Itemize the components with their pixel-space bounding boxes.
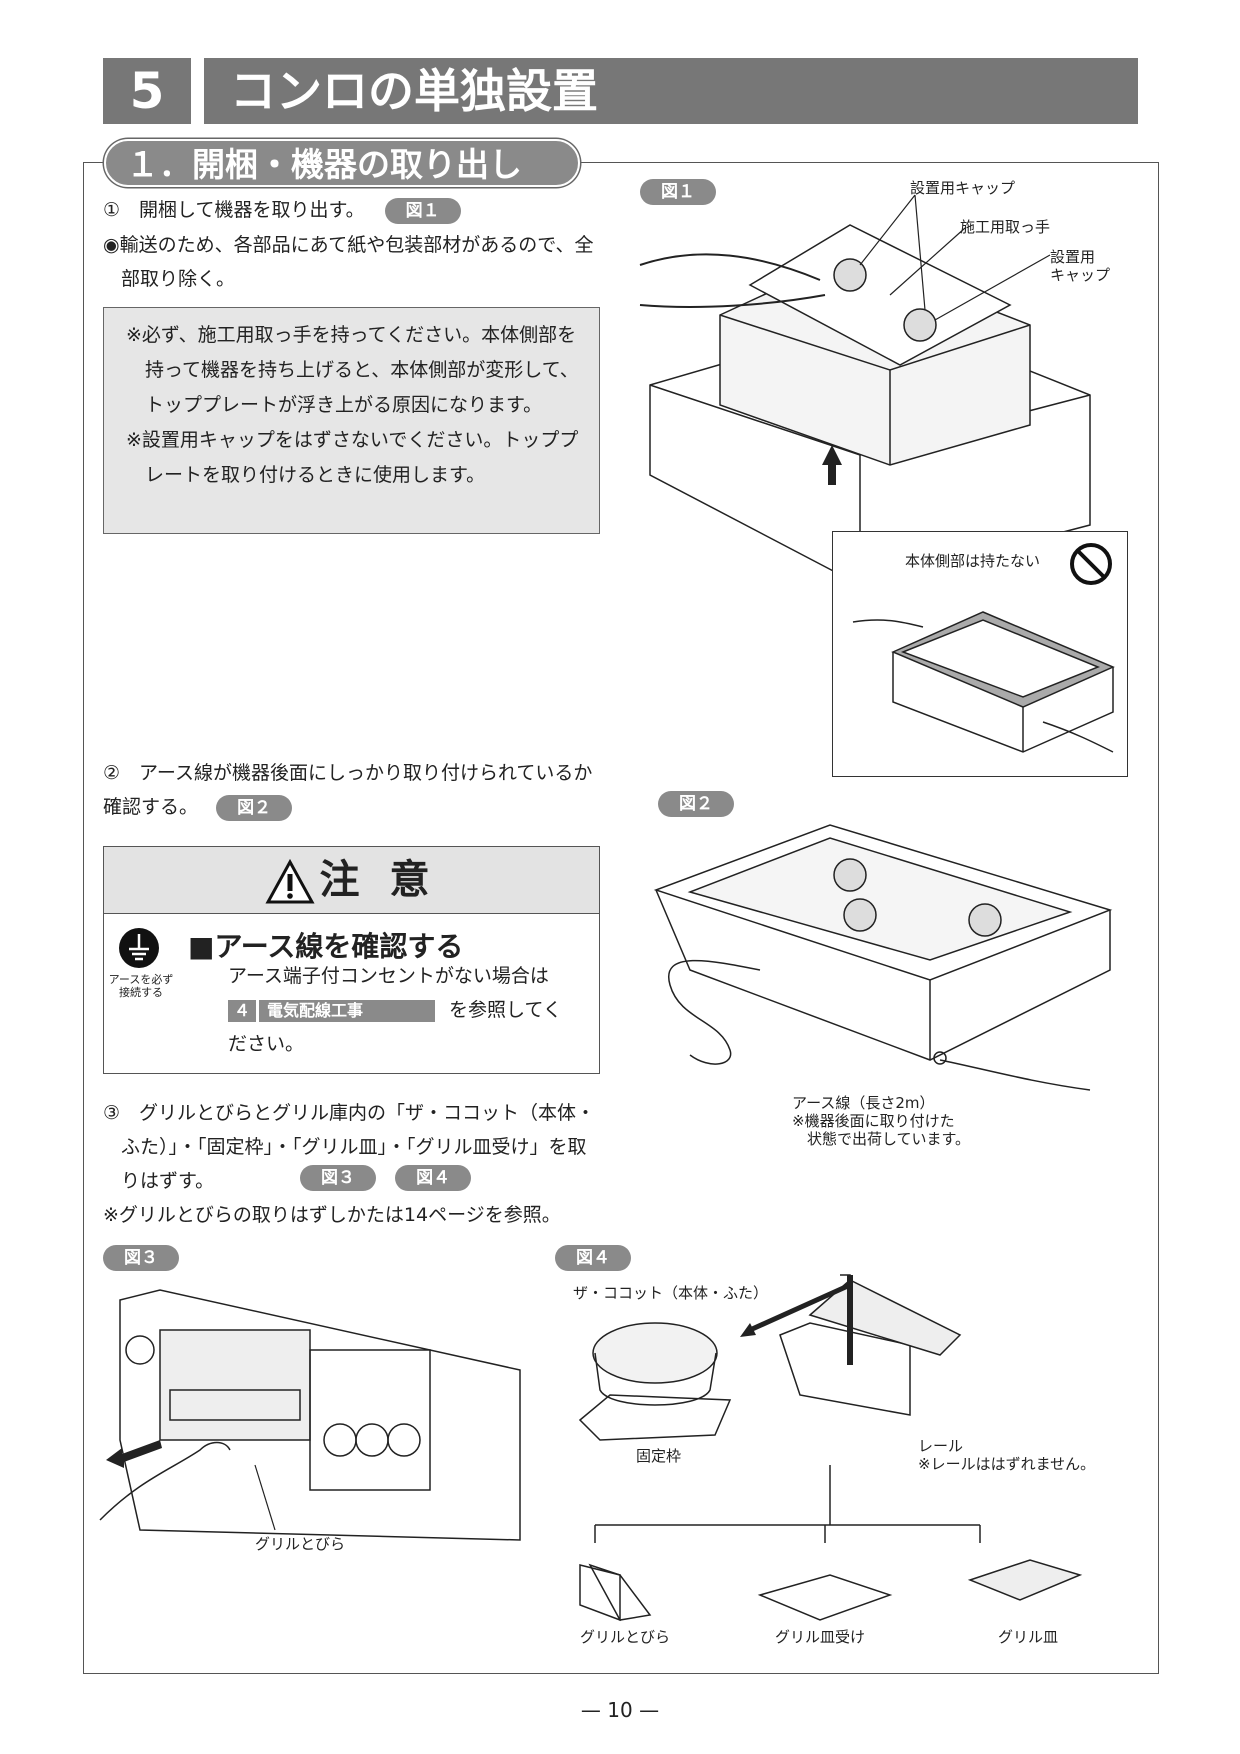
prohibited-icon	[1070, 543, 1112, 585]
note-2: ※設置用キャップをはずさないでください。トッププレートを取り付けるときに使用しま…	[126, 429, 579, 486]
step1-text: ① 開梱して機器を取り出す。	[103, 199, 365, 221]
fig4-cocotte-label: ザ・ココット（本体・ふた）	[573, 1284, 769, 1302]
caution-box: 注 意 アースを必ず 接続する ■アース線を確認する アース端子付コンセントがな…	[103, 846, 600, 1074]
fig3-label: 図３	[103, 1245, 179, 1271]
fig3-illustration	[99, 1289, 521, 1541]
fig2-ref-badge: 図２	[216, 794, 293, 821]
ground-label-2: 接続する	[119, 986, 163, 999]
fig3-ref-badge: 図３	[300, 1165, 376, 1191]
ground-icon	[119, 928, 159, 968]
step3-refs: 図３ 図４	[300, 1165, 472, 1191]
chapter-title: コンロの単独設置	[204, 58, 1138, 124]
fig2-note-2: 状態で出荷しています。	[792, 1130, 971, 1148]
chapter-number: 5	[103, 58, 191, 124]
section-title: １．開梱・機器の取り出し	[104, 139, 580, 187]
fig1-inset-drawing	[852, 611, 1115, 753]
fig4-part-door: グリルとびら	[580, 1628, 671, 1646]
caution-body-1: アース端子付コンセントがない場合は	[228, 965, 549, 987]
note-1: ※必ず、施工用取っ手を持ってください。本体側部を持って機器を持ち上げると、本体側…	[126, 324, 579, 416]
fig2-note-1: ※機器後面に取り付けた	[792, 1112, 955, 1130]
content-frame	[83, 162, 1159, 1674]
ground-label-1: アースを必ず	[108, 973, 174, 986]
notes-box: ※必ず、施工用取っ手を持ってください。本体側部を持って機器を持ち上げると、本体側…	[103, 307, 600, 534]
fig4-part-tray: グリル皿	[998, 1628, 1059, 1646]
fig2-label: 図２	[658, 791, 734, 817]
step2-line: ② アース線が機器後面にしっかり取り付けられているか確認する。 図２	[103, 756, 600, 824]
caution-title: 注 意	[319, 857, 438, 903]
fig4-ref-badge: 図４	[395, 1165, 472, 1191]
step3-note: ※グリルとびらの取りはずしかたは14ページを参照。	[103, 1204, 561, 1226]
fig1-label: 図１	[640, 179, 716, 205]
fig2-illustration	[653, 824, 1113, 1091]
fig1-cap2-b: キャップ	[1050, 266, 1111, 284]
warning-triangle-icon	[264, 858, 315, 904]
caution-header: 注 意	[104, 847, 599, 914]
caution-body-3: ださい。	[228, 1033, 305, 1055]
step1-bullet: ◉輸送のため、各部品にあて紙や包装部材があるので、全部取り除く。	[103, 234, 594, 290]
fig2-wire-label: アース線（長さ2m）	[792, 1094, 935, 1112]
fig1-inset-label: 本体側部は持たない	[905, 552, 1041, 570]
fig1-handle-label: 施工用取っ手	[960, 218, 1051, 236]
fig2-notes: アース線（長さ2m） ※機器後面に取り付けた 状態で出荷しています。	[792, 1094, 970, 1148]
ref-number: ４	[228, 999, 256, 1022]
fig3-door-label: グリルとびら	[255, 1535, 346, 1553]
fig4-label: 図４	[555, 1245, 631, 1271]
step3-text: ③ グリルとびらとグリル庫内の「ザ・ココット（本体・ふた）」・「固定枠」・「グリ…	[103, 1102, 596, 1192]
caution-body-2: を参照してく	[449, 999, 562, 1021]
fig4-frame-label: 固定枠	[636, 1447, 682, 1465]
ground-icon-label: アースを必ず 接続する	[108, 973, 174, 999]
step2-text: ② アース線が機器後面にしっかり取り付けられているか確認する。	[103, 762, 593, 818]
fig1-ref-badge: 図１	[384, 197, 461, 224]
fig4-illustration	[578, 1274, 1083, 1622]
step1-line: ① 開梱して機器を取り出す。 図１	[103, 193, 603, 227]
fig1-cap-label: 設置用キャップ	[910, 179, 1016, 197]
caution-heading: ■アース線を確認する	[188, 930, 464, 963]
fig1-cap2-label: 設置用 キャップ	[1050, 248, 1110, 284]
fig4-part-tray-holder: グリル皿受け	[775, 1628, 866, 1646]
fig1-illustration	[639, 194, 1091, 586]
fig1-cap2-a: 設置用	[1050, 248, 1096, 266]
page-number: — 10 —	[580, 1698, 660, 1722]
fig1-inset: 本体側部は持たない	[832, 531, 1128, 777]
fig4-rail: レール	[918, 1437, 964, 1455]
ref-title: 電気配線工事	[259, 999, 435, 1022]
fig4-rail-label: レール ※レールははずれません。	[918, 1437, 1095, 1473]
fig4-rail-note: ※レールははずれません。	[918, 1455, 1096, 1473]
